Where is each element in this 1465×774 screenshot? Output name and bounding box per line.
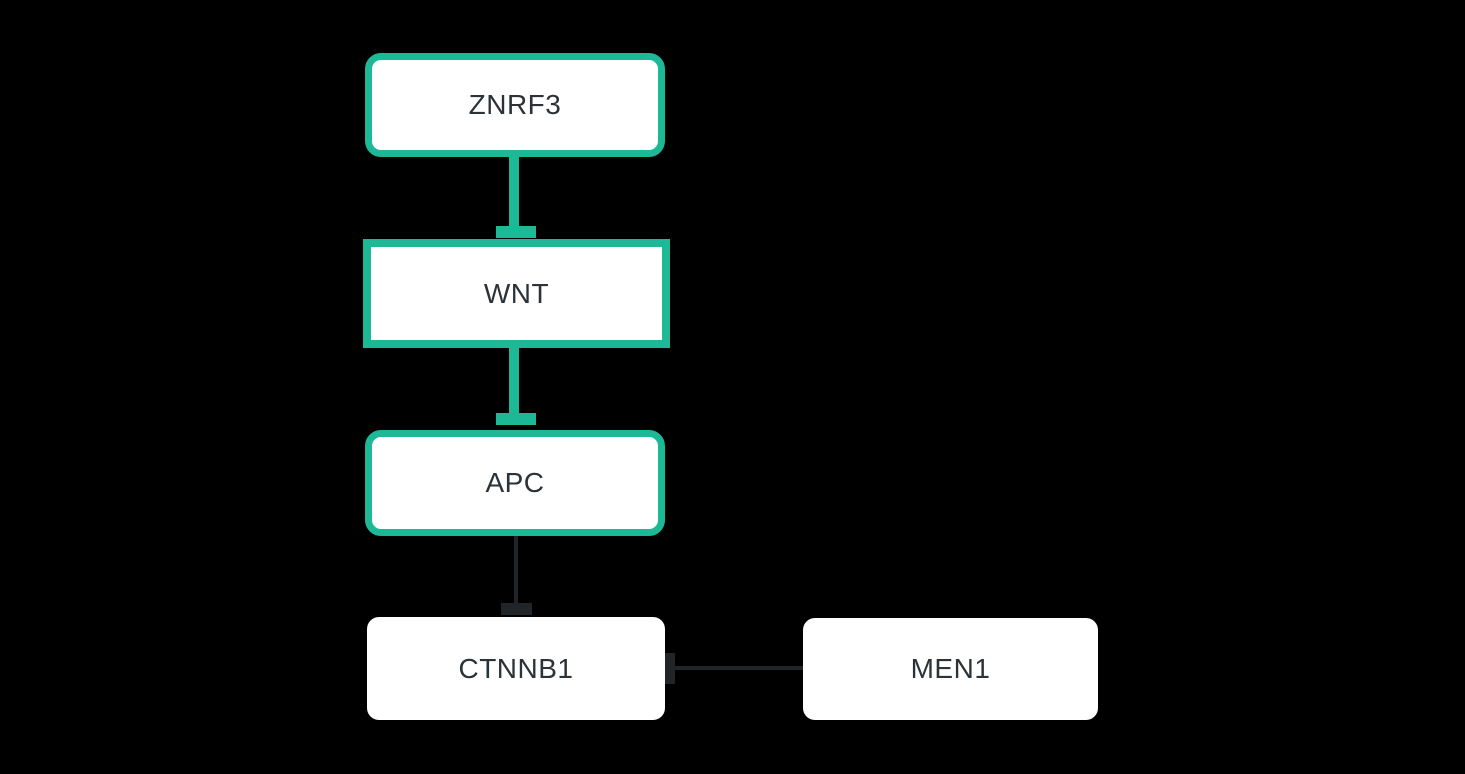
- node-label: MEN1: [910, 653, 991, 684]
- edge-stem: [675, 666, 804, 670]
- inhibition-tbar-icon: [665, 653, 675, 684]
- edge-stem: [509, 155, 519, 227]
- node-znrf3[interactable]: ZNRF3: [365, 53, 665, 157]
- node-apc[interactable]: APC: [365, 430, 665, 536]
- inhibition-tbar-icon: [501, 603, 532, 615]
- inhibition-tbar-icon: [496, 226, 536, 238]
- node-label: ZNRF3: [468, 89, 562, 120]
- node-label: WNT: [483, 277, 550, 309]
- node-label: APC: [485, 467, 545, 498]
- node-label: CTNNB1: [458, 652, 574, 684]
- node-ctnnb1[interactable]: CTNNB1: [367, 617, 665, 720]
- edge-stem: [509, 346, 519, 414]
- node-men1[interactable]: MEN1: [803, 618, 1098, 720]
- node-wnt[interactable]: WNT: [363, 239, 670, 348]
- inhibition-tbar-icon: [496, 413, 536, 425]
- edge-stem: [514, 534, 518, 604]
